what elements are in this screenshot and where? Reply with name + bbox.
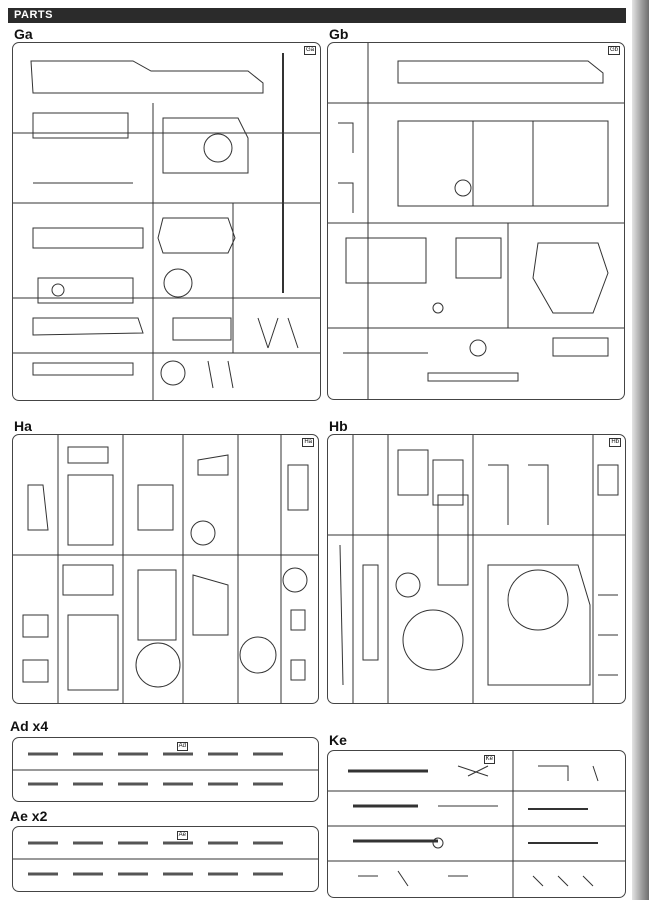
sprue-tag-ae: Ae xyxy=(176,831,188,840)
sprue-ga: Ga xyxy=(12,42,321,401)
sprue-label-ke: Ke xyxy=(329,732,347,748)
sprue-label-gb: Gb xyxy=(329,26,349,42)
page-binding-edge xyxy=(632,0,649,900)
sprue-ke: Ke xyxy=(327,750,626,898)
sprue-ha-drawing xyxy=(13,435,318,703)
sprue-ad-drawing xyxy=(13,752,318,786)
sprue-hb: Hb xyxy=(327,434,626,704)
sprue-tag-gb: Gb xyxy=(607,46,620,55)
sprue-ad: Ad xyxy=(12,737,319,802)
sprue-tag-ad: Ad xyxy=(176,742,188,751)
sprue-gb: Gb xyxy=(327,42,625,400)
section-header: PARTS xyxy=(8,8,626,23)
sprue-label-ae: Ae x2 xyxy=(10,808,48,824)
sprue-ae: Ae xyxy=(12,826,319,892)
sprue-label-ga: Ga xyxy=(14,26,33,42)
sprue-tag-ke: Ke xyxy=(483,755,495,764)
sprue-ke-drawing xyxy=(328,751,625,897)
sprue-hb-drawing xyxy=(328,435,625,703)
sprue-label-ha: Ha xyxy=(14,418,32,434)
sprue-tag-hb: Hb xyxy=(609,438,621,447)
sprue-tag-ha: Ha xyxy=(302,438,314,447)
sprue-gb-drawing xyxy=(328,43,624,399)
section-title: PARTS xyxy=(14,9,53,21)
sprue-ae-drawing xyxy=(13,841,318,876)
sprue-ha: Ha xyxy=(12,434,319,704)
sprue-label-hb: Hb xyxy=(329,418,348,434)
sprue-tag-ga: Ga xyxy=(303,46,316,55)
sprue-label-ad: Ad x4 xyxy=(10,718,49,734)
sprue-ga-drawing xyxy=(13,53,320,400)
